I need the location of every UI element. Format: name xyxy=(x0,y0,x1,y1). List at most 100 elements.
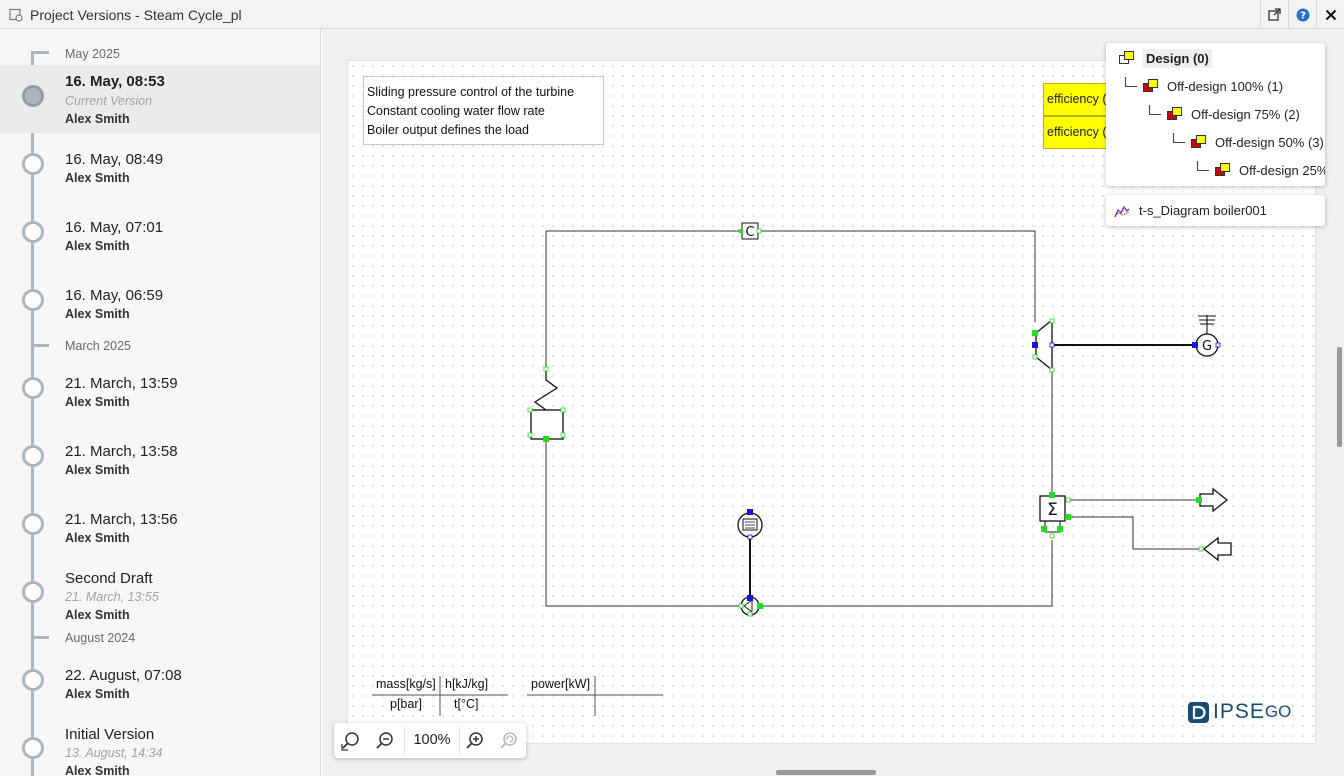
version-dot xyxy=(22,377,44,399)
version-dot xyxy=(22,513,44,535)
version-dot xyxy=(22,85,44,107)
zoom-toolbar xyxy=(334,723,526,758)
zoom-fit-button[interactable] xyxy=(340,730,362,752)
version-title: 16. May, 08:53 xyxy=(65,73,165,90)
popout-button[interactable] xyxy=(1260,0,1288,29)
version-author: Alex Smith xyxy=(65,531,130,545)
zoom-out-icon xyxy=(376,732,393,749)
zoom-in-button[interactable] xyxy=(464,730,486,752)
tree-connector xyxy=(1173,133,1185,143)
case-item-offdesign[interactable]: Off-design 25% xyxy=(1215,159,1325,181)
case-item-offdesign[interactable]: Off-design 75% (2) xyxy=(1167,103,1300,125)
version-title: 16. May, 07:01 xyxy=(65,219,164,236)
version-subtitle: Current Version xyxy=(65,94,153,108)
version-dot xyxy=(22,289,44,311)
version-author: Alex Smith xyxy=(65,112,130,126)
version-author: Alex Smith xyxy=(65,687,130,701)
note-line: Constant cooling water flow rate xyxy=(367,104,545,118)
zoom-level[interactable]: 100% xyxy=(413,732,451,748)
vertical-scrollbar[interactable] xyxy=(1337,347,1342,447)
tree-connector xyxy=(1125,77,1137,87)
zoom-in-icon xyxy=(466,732,483,749)
case-label: Off-design 100% (1) xyxy=(1167,78,1284,94)
case-label: Off-design 75% (2) xyxy=(1191,106,1300,122)
version-author: Alex Smith xyxy=(65,395,130,409)
version-item[interactable]: 16. May, 08:53 Current Version Alex Smit… xyxy=(0,65,320,133)
version-title: 22. August, 07:08 xyxy=(65,667,182,684)
efficiency-label[interactable]: efficiency ( xyxy=(1043,83,1113,116)
zoom-separator xyxy=(404,727,405,754)
case-label: Off-design 25% xyxy=(1239,162,1325,178)
month-header: August 2024 xyxy=(65,631,136,645)
logo-text: IPSE xyxy=(1213,700,1265,723)
version-dot xyxy=(22,669,44,691)
legend-power-label: power[kW] xyxy=(531,677,591,691)
version-dot xyxy=(22,221,44,243)
case-item-design[interactable]: Design (0) xyxy=(1119,47,1212,69)
window-title: Project Versions - Steam Cycle_pl xyxy=(30,7,242,23)
legend-mass-label: mass[kg/s] xyxy=(376,677,436,691)
version-title: 16. May, 06:59 xyxy=(65,287,164,304)
zoom-reset-button[interactable] xyxy=(498,730,520,752)
month-header: March 2025 xyxy=(65,339,132,353)
ts-diagram-icon xyxy=(1114,205,1130,217)
version-item[interactable]: Initial Version 13. August, 14:34 Alex S… xyxy=(0,721,320,776)
version-item[interactable]: 21. March, 13:56 Alex Smith xyxy=(0,506,320,574)
version-sidebar: May 2025 16. May, 08:53 Current Version … xyxy=(0,29,321,776)
logo-suffix: GO xyxy=(1264,702,1292,721)
case-label: Design (0) xyxy=(1143,48,1212,68)
version-item[interactable]: 16. May, 08:49 Alex Smith xyxy=(0,146,320,214)
version-author: Alex Smith xyxy=(65,608,130,622)
project-versions-icon xyxy=(9,8,23,22)
version-subtitle: 21. March, 13:55 xyxy=(65,590,159,604)
version-item[interactable]: 16. May, 07:01 Alex Smith xyxy=(0,214,320,282)
version-item[interactable]: 21. March, 13:58 Alex Smith xyxy=(0,438,320,506)
version-dot xyxy=(22,153,44,175)
version-title: 21. March, 13:56 xyxy=(65,511,178,528)
case-icon xyxy=(1167,107,1183,121)
popout-icon xyxy=(1268,8,1281,21)
case-icon xyxy=(1215,163,1231,177)
version-item[interactable]: 22. August, 07:08 Alex Smith xyxy=(0,662,320,730)
help-button[interactable]: ? xyxy=(1288,0,1316,29)
version-title: 21. March, 13:59 xyxy=(65,375,178,392)
zoom-reset-icon xyxy=(500,732,517,749)
description-note[interactable]: Sliding pressure control of the turbine … xyxy=(363,76,604,145)
version-dot xyxy=(22,445,44,467)
note-line: Sliding pressure control of the turbine xyxy=(367,85,575,99)
window-titlebar: Project Versions - Steam Cycle_pl ? xyxy=(0,0,1344,29)
diagram-label: t-s_Diagram boiler001 xyxy=(1139,203,1267,218)
zoom-separator xyxy=(459,727,460,754)
diagram-list-item[interactable]: t-s_Diagram boiler001 xyxy=(1106,195,1325,226)
close-button[interactable] xyxy=(1316,0,1344,29)
zoom-fit-icon xyxy=(341,732,359,751)
ipsego-logo: IPSE GO xyxy=(1187,700,1291,724)
month-tick xyxy=(31,51,49,54)
tree-connector xyxy=(1149,105,1161,115)
version-item[interactable]: 21. March, 13:59 Alex Smith xyxy=(0,370,320,438)
case-icon xyxy=(1143,79,1159,93)
horizontal-scrollbar[interactable] xyxy=(776,770,876,775)
case-item-offdesign[interactable]: Off-design 100% (1) xyxy=(1143,75,1283,97)
legend-pressure-label: p[bar] xyxy=(390,697,422,711)
help-icon: ? xyxy=(1296,8,1309,21)
zoom-out-button[interactable] xyxy=(374,730,396,752)
version-subtitle: 13. August, 14:34 xyxy=(65,746,163,760)
version-item[interactable]: 16. May, 06:59 Alex Smith xyxy=(0,282,320,350)
version-item[interactable]: Second Draft 21. March, 13:55 Alex Smith xyxy=(0,565,320,633)
case-icon xyxy=(1191,135,1207,149)
version-title: 16. May, 08:49 xyxy=(65,151,164,168)
month-tick xyxy=(31,344,49,347)
ipsego-logo-mark-icon xyxy=(1188,701,1209,723)
case-item-offdesign[interactable]: Off-design 50% (3) xyxy=(1191,131,1324,153)
month-header: May 2025 xyxy=(65,47,120,61)
note-line: Boiler output defines the load xyxy=(367,123,529,137)
tree-connector xyxy=(1197,161,1209,171)
version-title: 21. March, 13:58 xyxy=(65,443,178,460)
efficiency-label[interactable]: efficiency ( xyxy=(1043,116,1113,149)
case-icon xyxy=(1119,51,1135,65)
case-tree-panel: Design (0) Off-design 100% (1) Off-desig… xyxy=(1106,43,1325,186)
version-author: Alex Smith xyxy=(65,307,130,321)
timeline-line xyxy=(31,51,34,776)
month-tick xyxy=(31,636,49,639)
